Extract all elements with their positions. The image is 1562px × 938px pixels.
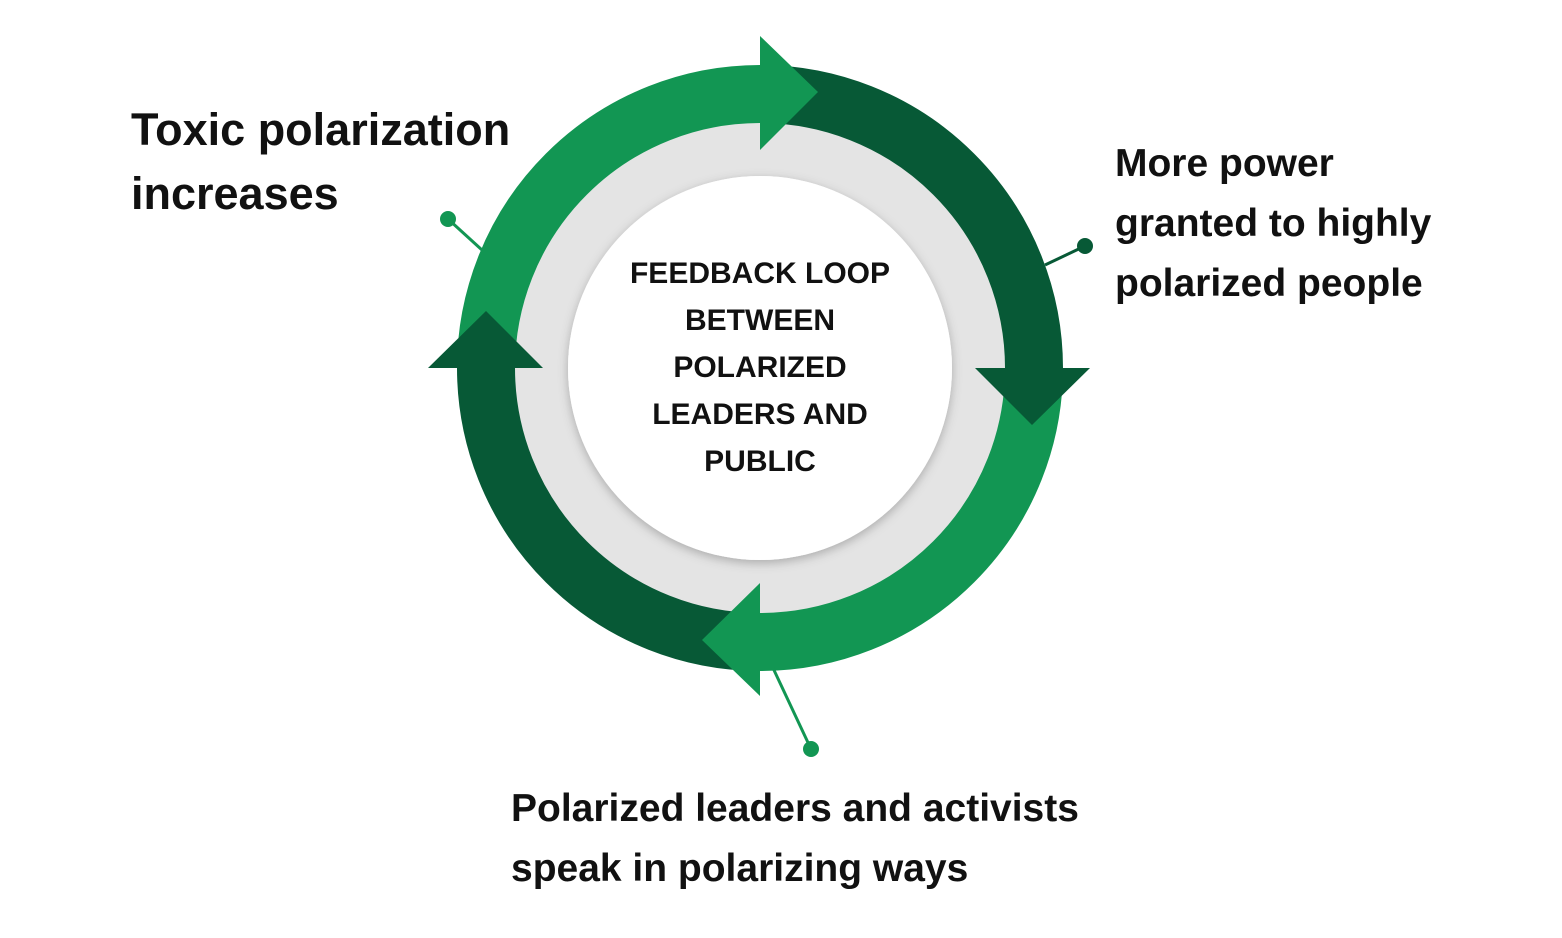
label-line: polarized people [1115, 262, 1423, 305]
center-title-line: PUBLIC [704, 445, 816, 478]
label-line: Polarized leaders and activists [511, 787, 1079, 830]
connector-left [440, 211, 484, 252]
label-line: Toxic polarization [131, 104, 511, 155]
arc-top-right [759, 65, 1063, 369]
center-title-line: LEADERS AND [652, 398, 868, 431]
arrowhead-top-icon [760, 36, 818, 150]
center-title: FEEDBACK LOOP BETWEEN POLARIZED LEADERS … [610, 250, 910, 485]
center-title-line: BETWEEN [685, 304, 835, 337]
arrowhead-bottom-icon [702, 583, 760, 696]
arc-bottom-right [759, 367, 1063, 671]
connector-right [1044, 238, 1093, 267]
label-line: increases [131, 168, 339, 219]
arc-top-left [457, 65, 761, 369]
center-title-line: FEEDBACK LOOP [629, 257, 890, 290]
center-title-line: POLARIZED [673, 351, 847, 384]
label-more-power: More power granted to highly polarized p… [1115, 134, 1431, 314]
label-line: granted to highly [1115, 202, 1432, 245]
label-polarized-leaders: Polarized leaders and activists speak in… [511, 779, 1079, 899]
label-toxic-polarization: Toxic polarization increases [131, 98, 510, 226]
arc-bottom-left [457, 367, 761, 671]
arrowhead-left-icon [428, 311, 543, 368]
center-disc [568, 176, 952, 560]
connector-bottom [771, 667, 819, 757]
label-line: speak in polarizing ways [511, 847, 969, 890]
arrowhead-right-icon [975, 368, 1090, 425]
label-line: More power [1115, 142, 1334, 185]
